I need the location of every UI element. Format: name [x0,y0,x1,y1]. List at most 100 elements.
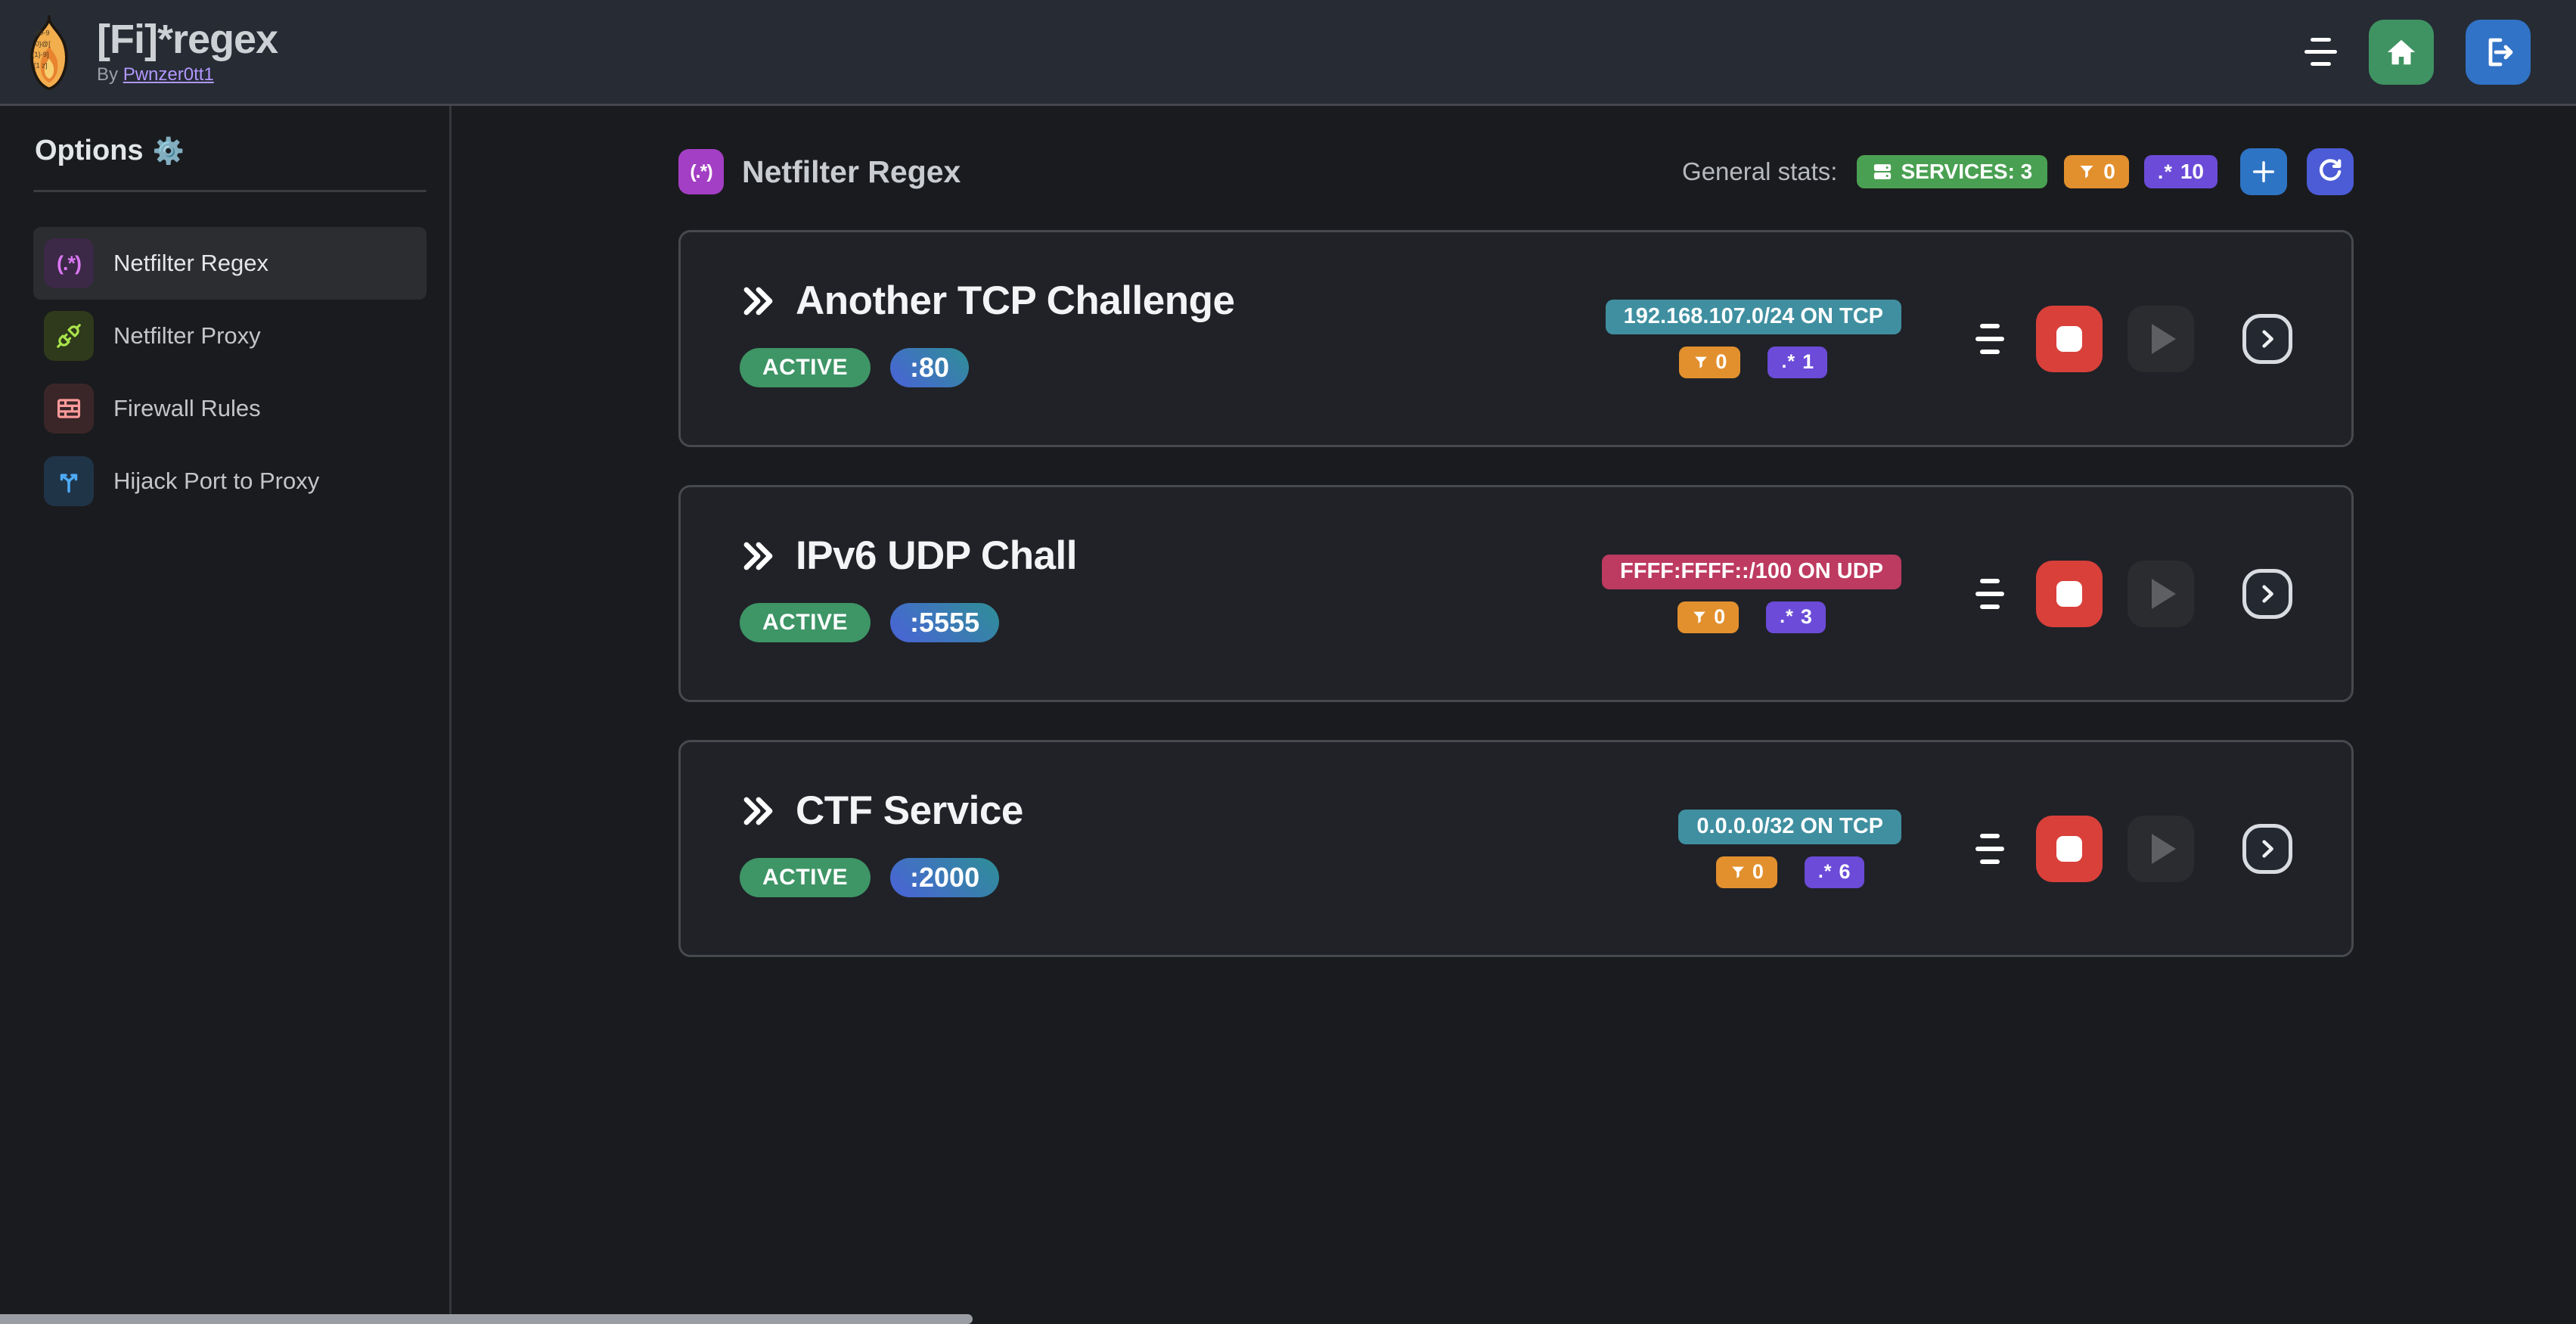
play-icon [2152,578,2176,609]
stop-icon [2056,835,2082,862]
port-badge: :80 [890,348,970,387]
start-service-button[interactable] [2128,560,2194,627]
chevron-right-icon [2262,584,2273,603]
status-badge: ACTIVE [740,858,871,897]
funnel-icon [1730,864,1746,881]
open-service-button[interactable] [2242,823,2292,874]
sidebar-item-label: Netfilter Proxy [113,322,261,349]
play-icon [2152,323,2176,354]
section-title-group: (.*) Netfilter Regex [678,149,961,194]
service-card: CTF Service ACTIVE :2000 0.0.0.0/32 ON T… [678,740,2354,957]
flame-logo-icon: -z0-9 0}@[ {1}-9] {1 z] [30,14,68,90]
sidebar: Options ⚙️ (.*) Netfilter Regex [0,106,452,1324]
split-arrows-icon [44,456,94,506]
horizontal-scrollbar-thumb[interactable] [0,1314,973,1324]
play-icon [2152,833,2176,864]
start-service-button[interactable] [2128,815,2194,882]
sidebar-nav: (.*) Netfilter Regex Netfilter Proxy [33,227,427,517]
stop-icon [2056,325,2082,352]
stop-service-button[interactable] [2036,815,2103,882]
add-service-button[interactable] [2240,148,2287,195]
double-chevron-icon [743,797,773,825]
svg-text:{1 z]: {1 z] [33,61,47,69]
regex-glyph: .* [1780,606,1794,627]
regex-count-badge: .* 10 [2143,155,2218,188]
target-badge: FFFF:FFFF::/100 ON UDP [1602,554,1901,589]
open-service-button[interactable] [2242,313,2292,364]
service-name: IPv6 UDP Chall [796,533,1078,578]
navbar: -z0-9 0}@[ {1}-9] {1 z] [Fi]*regex By Pw… [0,0,2576,106]
filters-count-badge: 0 [1715,856,1777,888]
sidebar-heading: Options ⚙️ [35,135,427,167]
port-badge: :2000 [890,858,1000,897]
target-badge: 0.0.0.0/32 ON TCP [1678,809,1901,844]
server-icon [1872,161,1893,182]
main-content: (.*) Netfilter Regex General stats: [678,106,2354,957]
sidebar-item-label: Netfilter Regex [113,250,269,276]
app-title: [Fi]*regex [97,17,278,63]
general-stats: General stats: SERVICES: 3 [1682,148,2354,195]
stop-service-button[interactable] [2036,560,2103,627]
chevron-right-icon [2262,839,2273,858]
menu-icon[interactable] [2304,38,2337,66]
sidebar-item-firewall-rules[interactable]: Firewall Rules [33,372,427,445]
navbar-actions [2304,19,2531,85]
navbar-brand: -z0-9 0}@[ {1}-9] {1 z] [Fi]*regex By Pw… [24,13,278,92]
logout-button[interactable] [2466,19,2531,85]
section-title: Netfilter Regex [742,154,961,189]
chevron-right-icon [2262,329,2273,348]
service-card: Another TCP Challenge ACTIVE :80 192.168… [678,230,2354,447]
sidebar-item-hijack-port[interactable]: Hijack Port to Proxy [33,445,427,517]
svg-text:-z0-9: -z0-9 [33,29,49,36]
filters-count-badge: 0 [2064,155,2129,188]
plug-icon [44,311,94,361]
sidebar-item-label: Hijack Port to Proxy [113,468,320,494]
svg-text:0}@[: 0}@[ [35,39,51,47]
status-badge: ACTIVE [740,603,871,642]
home-button[interactable] [2369,19,2434,85]
logout-icon [2488,38,2513,66]
start-service-button[interactable] [2128,305,2194,372]
sidebar-divider [33,190,427,192]
sidebar-item-label: Firewall Rules [113,395,261,421]
options-heading: Options [35,135,144,166]
regex-glyph: .* [1781,351,1796,372]
refresh-icon [2319,159,2342,181]
navbar-titles: [Fi]*regex By Pwnzer0tt1 [97,18,278,85]
service-name: Another TCP Challenge [796,278,1235,323]
byline: By Pwnzer0tt1 [97,64,278,85]
stop-service-button[interactable] [2036,305,2103,372]
open-service-button[interactable] [2242,568,2292,619]
sidebar-item-netfilter-regex[interactable]: (.*) Netfilter Regex [33,227,427,300]
refresh-button[interactable] [2307,148,2354,195]
stop-icon [2056,580,2082,607]
service-menu-icon[interactable] [1975,323,2004,354]
service-card: IPv6 UDP Chall ACTIVE :5555 FFFF:FFFF::/… [678,485,2354,702]
regex-count-badge: .* 3 [1766,601,1826,633]
regex-icon: (.*) [44,238,94,288]
plus-icon [2253,161,2274,182]
funnel-icon [1693,354,1709,371]
service-menu-icon[interactable] [1975,578,2004,609]
author-link[interactable]: Pwnzer0tt1 [123,64,214,85]
double-chevron-icon [743,542,773,570]
regex-glyph: .* [2157,160,2173,183]
byline-prefix: By [97,64,119,85]
service-menu-icon[interactable] [1975,833,2004,864]
stats-label: General stats: [1682,157,1838,185]
regex-count-badge: .* 1 [1768,346,1828,378]
regex-glyph: .* [1817,861,1833,882]
brick-wall-icon [44,384,94,434]
sidebar-item-netfilter-proxy[interactable]: Netfilter Proxy [33,300,427,372]
services-count-badge: SERVICES: 3 [1857,155,2048,188]
regex-section-icon: (.*) [678,149,724,194]
filters-count-badge: 0 [1679,346,1741,378]
funnel-icon [1691,609,1708,626]
target-badge: 192.168.107.0/24 ON TCP [1605,299,1901,334]
gear-icon: ⚙️ [152,136,185,166]
status-badge: ACTIVE [740,348,871,387]
service-name: CTF Service [796,788,1023,833]
double-chevron-icon [743,287,773,315]
home-icon [2387,39,2416,64]
